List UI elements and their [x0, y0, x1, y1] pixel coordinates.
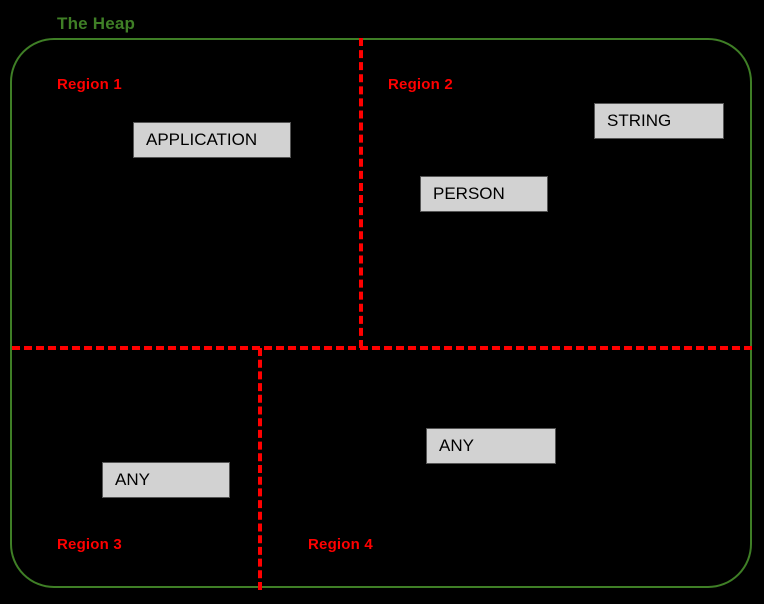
object-box-any-region4: ANY — [426, 428, 556, 464]
object-box-any-region3: ANY — [102, 462, 230, 498]
heap-boundary — [10, 38, 752, 588]
heap-title: The Heap — [57, 14, 136, 33]
divider-vertical-top — [359, 38, 363, 348]
region-label-4: Region 4 — [308, 536, 373, 553]
divider-vertical-bottom — [258, 348, 262, 590]
object-box-string: STRING — [594, 103, 724, 139]
object-box-person: PERSON — [420, 176, 548, 212]
region-label-2: Region 2 — [388, 76, 453, 93]
region-label-3: Region 3 — [57, 536, 122, 553]
object-box-application: APPLICATION — [133, 122, 291, 158]
region-label-1: Region 1 — [57, 76, 122, 93]
divider-horizontal — [12, 346, 752, 350]
